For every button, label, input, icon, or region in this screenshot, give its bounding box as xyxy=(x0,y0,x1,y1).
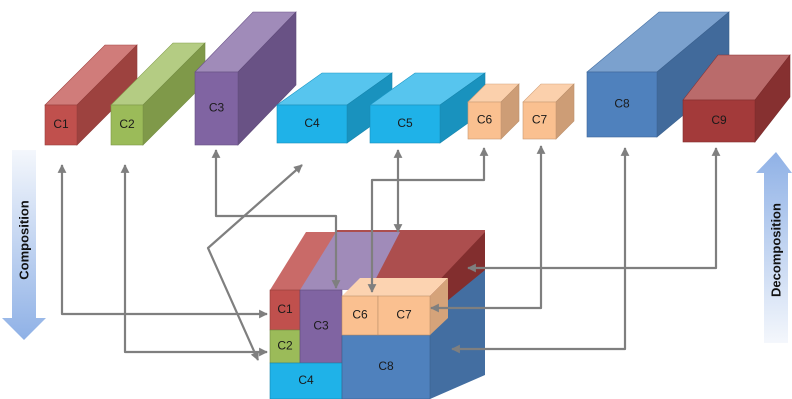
cube-c2-label: C2 xyxy=(277,339,293,353)
cube-c4: C4 xyxy=(269,362,343,399)
cube-c6: C6 xyxy=(341,295,379,336)
block-c7-label: C7 xyxy=(532,113,548,127)
arrow-c4 xyxy=(206,164,303,361)
cube-c7-label: C7 xyxy=(396,308,412,322)
block-c9-label: C9 xyxy=(711,113,727,127)
arrow-c1 xyxy=(57,164,268,319)
block-c1-label: C1 xyxy=(53,117,69,131)
block-c3-label: C3 xyxy=(209,101,225,115)
cube-c8: C8 xyxy=(341,334,431,399)
block-c1: C1 xyxy=(44,44,138,146)
arrow-c2 xyxy=(120,164,268,357)
cube-c6c7-top xyxy=(342,278,448,296)
composition-label: Composition xyxy=(16,200,31,279)
decomposition-label: Decomposition xyxy=(768,203,783,297)
cube-c8-label: C8 xyxy=(378,359,394,373)
block-c2-label: C2 xyxy=(119,117,135,131)
composition-arrow: Composition xyxy=(2,150,46,340)
cube-c3-label: C3 xyxy=(313,319,329,333)
cube-c4-label: C4 xyxy=(298,373,314,387)
block-c9: C9 xyxy=(682,54,791,143)
cube-c1-label: C1 xyxy=(277,302,293,316)
block-c5: C5 xyxy=(369,72,486,144)
cube-c7: C7 xyxy=(377,295,431,336)
block-c6-label: C6 xyxy=(477,113,493,127)
block-c5-label: C5 xyxy=(397,116,413,130)
cube-c1: C1 xyxy=(269,289,301,331)
cube-c3: C3 xyxy=(299,289,343,364)
connector-arrows xyxy=(57,145,721,361)
block-c8-label: C8 xyxy=(614,97,630,111)
cube-c2: C2 xyxy=(269,329,301,364)
arrow-c9 xyxy=(467,147,721,273)
block-c4: C4 xyxy=(276,72,393,144)
decomposition-arrow: Decomposition xyxy=(756,152,792,343)
block-c7: C7 xyxy=(522,83,575,140)
block-c4-label: C4 xyxy=(304,116,320,130)
block-c8: C8 xyxy=(586,11,730,138)
block-c3: C3 xyxy=(194,11,297,146)
cube-c6-label: C6 xyxy=(352,308,368,322)
block-c6: C6 xyxy=(467,83,520,140)
